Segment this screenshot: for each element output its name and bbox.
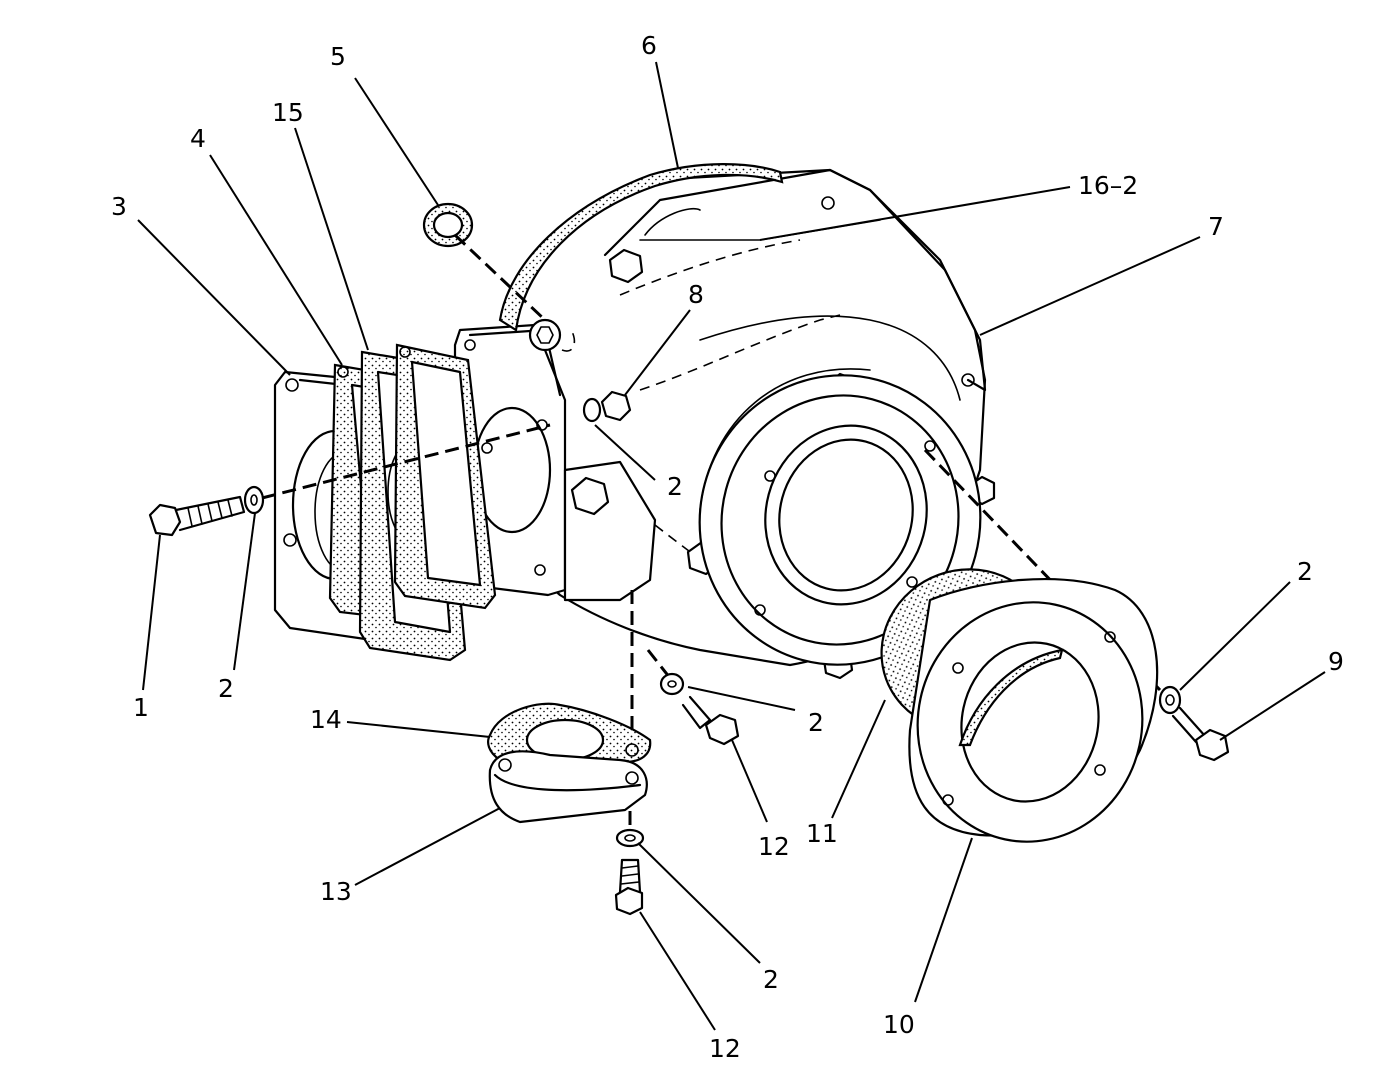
bolt-9 [1171, 706, 1230, 762]
washer-2c [1158, 685, 1182, 715]
callout-1: 1 [133, 693, 149, 722]
washer-2d [659, 672, 685, 696]
callout-16-2: 16–2 [1078, 171, 1138, 200]
nut-8 [600, 390, 632, 422]
outlet-flange-10 [908, 578, 1159, 843]
callout-3: 3 [111, 192, 127, 221]
callout-15: 15 [272, 98, 304, 127]
callout-2: 2 [808, 708, 824, 737]
callout-9: 9 [1328, 647, 1344, 676]
callout-2: 2 [667, 472, 683, 501]
leader-lines [137, 61, 1326, 1031]
washer-2e [615, 828, 645, 848]
callout-12: 12 [758, 832, 790, 861]
turbine-housing [453, 168, 996, 680]
callout-14: 14 [310, 705, 342, 734]
callout-12: 12 [709, 1034, 741, 1063]
elbow-flange-13 [488, 750, 648, 824]
callout-2: 2 [763, 965, 779, 994]
callout-10: 10 [883, 1010, 915, 1039]
bolt-1 [148, 495, 246, 537]
callout-13: 13 [320, 877, 352, 906]
top-gasket-ring [498, 163, 784, 332]
callout-7: 7 [1208, 212, 1224, 241]
callout-2: 2 [218, 674, 234, 703]
bolt-12b [614, 858, 644, 916]
callout-4: 4 [190, 124, 206, 153]
callout-11: 11 [806, 819, 838, 848]
callout-8: 8 [688, 280, 704, 309]
bolt-12a [681, 695, 740, 746]
washer-8 [582, 397, 602, 423]
callout-5: 5 [330, 42, 346, 71]
callout-2: 2 [1297, 557, 1313, 586]
callout-6: 6 [641, 31, 657, 60]
washer-2a [243, 485, 265, 515]
